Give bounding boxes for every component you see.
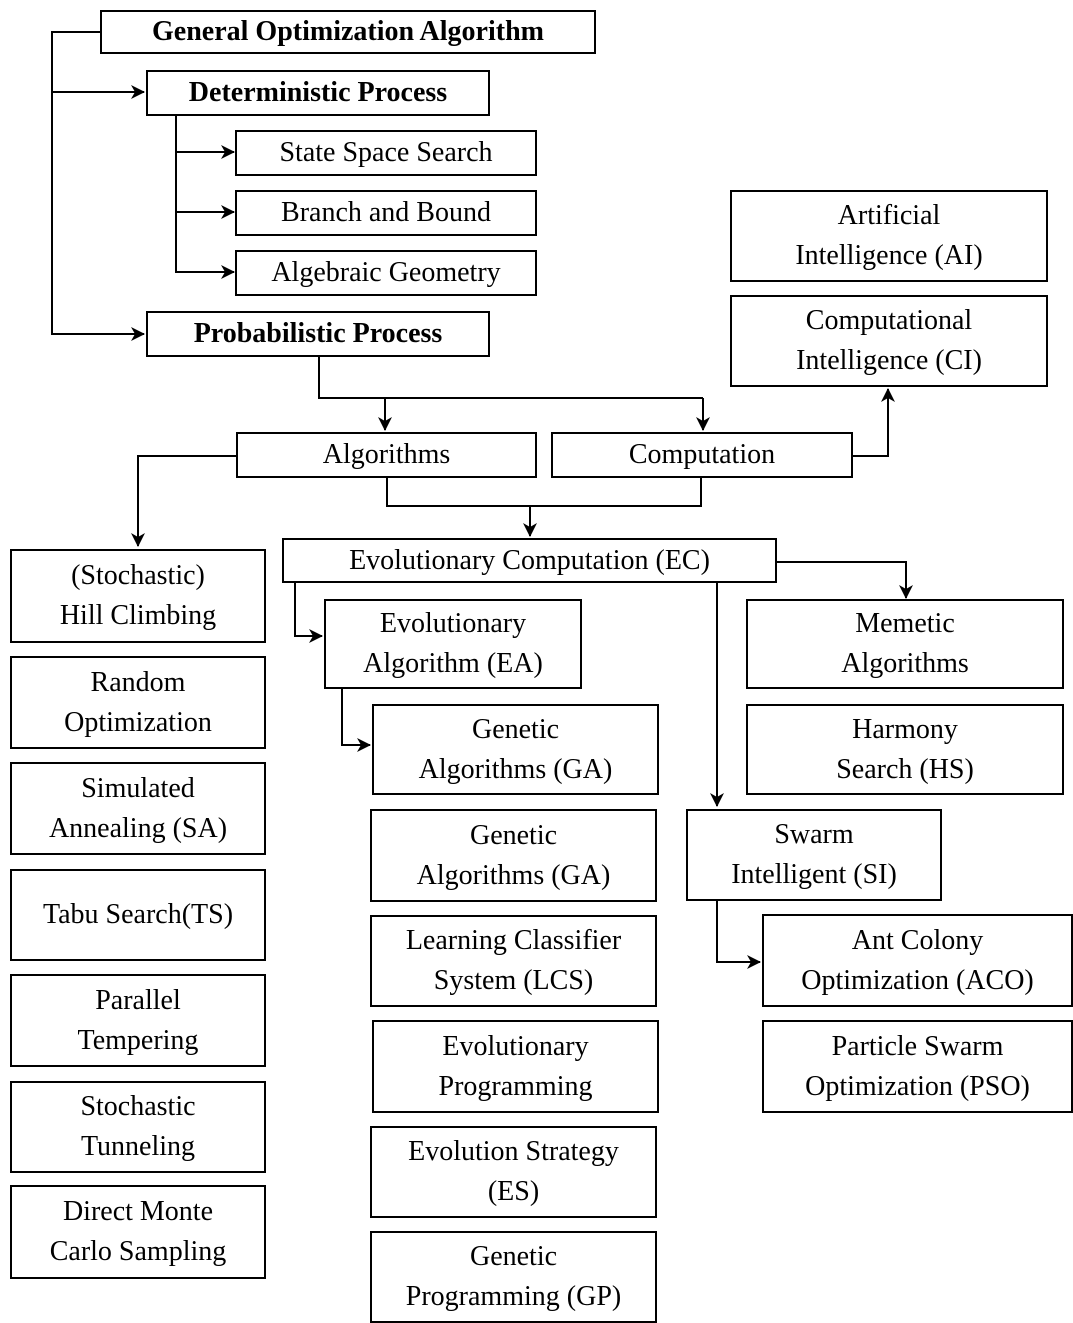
node-computational-intelligence: Computational Intelligence (CI) [730, 295, 1048, 387]
node-ant-colony-optimization: Ant Colony Optimization (ACO) [762, 914, 1073, 1007]
node-parallel-tempering: Parallel Tempering [10, 974, 266, 1067]
node-memetic-algorithms: Memetic Algorithms [746, 599, 1064, 689]
node-algorithms: Algorithms [236, 432, 537, 478]
node-tabu-search: Tabu Search(TS) [10, 869, 266, 961]
node-genetic-programming: Genetic Programming (GP) [370, 1231, 657, 1323]
node-general-optimization: General Optimization Algorithm [100, 10, 596, 54]
node-computation: Computation [551, 432, 853, 478]
node-particle-swarm-optimization: Particle Swarm Optimization (PSO) [762, 1020, 1073, 1113]
node-evolutionary-computation: Evolutionary Computation (EC) [282, 538, 777, 583]
node-evolution-strategy: Evolution Strategy (ES) [370, 1126, 657, 1218]
node-simulated-annealing: Simulated Annealing (SA) [10, 762, 266, 855]
node-evolutionary-algorithm: Evolutionary Algorithm (EA) [324, 599, 582, 689]
node-evolutionary-programming: Evolutionary Programming [372, 1020, 659, 1113]
node-stochastic-tunneling: Stochastic Tunneling [10, 1081, 266, 1173]
node-artificial-intelligence: Artificial Intelligence (AI) [730, 190, 1048, 282]
node-direct-monte-carlo: Direct Monte Carlo Sampling [10, 1185, 266, 1279]
node-deterministic-process: Deterministic Process [146, 70, 490, 116]
node-hill-climbing: (Stochastic) Hill Climbing [10, 549, 266, 643]
node-learning-classifier-system: Learning Classifier System (LCS) [370, 915, 657, 1007]
node-probabilistic-process: Probabilistic Process [146, 311, 490, 357]
node-genetic-algorithms: Genetic Algorithms (GA) [370, 809, 657, 902]
node-branch-and-bound: Branch and Bound [235, 190, 537, 236]
node-harmony-search: Harmony Search (HS) [746, 704, 1064, 795]
node-genetic-algorithms: Genetic Algorithms (GA) [372, 704, 659, 795]
node-state-space-search: State Space Search [235, 130, 537, 176]
node-swarm-intelligent: Swarm Intelligent (SI) [686, 809, 942, 901]
node-random-optimization: Random Optimization [10, 656, 266, 749]
node-algebraic-geometry: Algebraic Geometry [235, 250, 537, 296]
